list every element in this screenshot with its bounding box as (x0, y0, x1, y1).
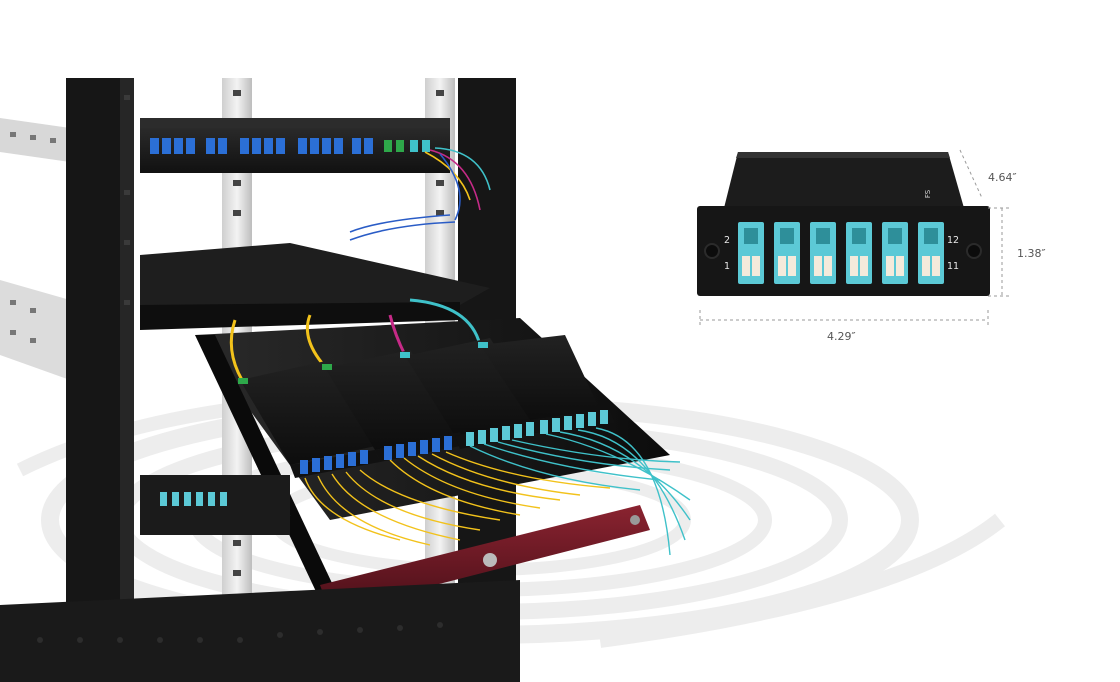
port-label-bottom-left: 1 (724, 261, 731, 272)
port-label-top-right: 12 (947, 235, 960, 246)
fiber-enclosure (140, 243, 490, 330)
brand-logo: FS (924, 189, 933, 199)
bottom-shelf (0, 580, 520, 682)
top-patch-panel (140, 118, 450, 173)
cassette-lc-adapters (738, 222, 944, 284)
mtp-trunk-cables (229, 298, 482, 381)
rack-side-rail (0, 118, 70, 380)
dimension-lines (699, 149, 1012, 328)
top-panel-cables (349, 147, 491, 241)
port-label-bottom-right: 11 (947, 261, 960, 272)
cassette-product (697, 152, 990, 296)
mtp-cassettes (238, 335, 600, 465)
height-dimension-label: 1.38″ (1017, 247, 1046, 260)
width-dimension-label: 4.29″ (827, 330, 856, 343)
lower-patch-panel (140, 475, 290, 535)
depth-dimension-label: 4.64″ (988, 171, 1017, 184)
port-label-top-left: 2 (724, 235, 731, 246)
cassette-adapters (290, 410, 615, 478)
